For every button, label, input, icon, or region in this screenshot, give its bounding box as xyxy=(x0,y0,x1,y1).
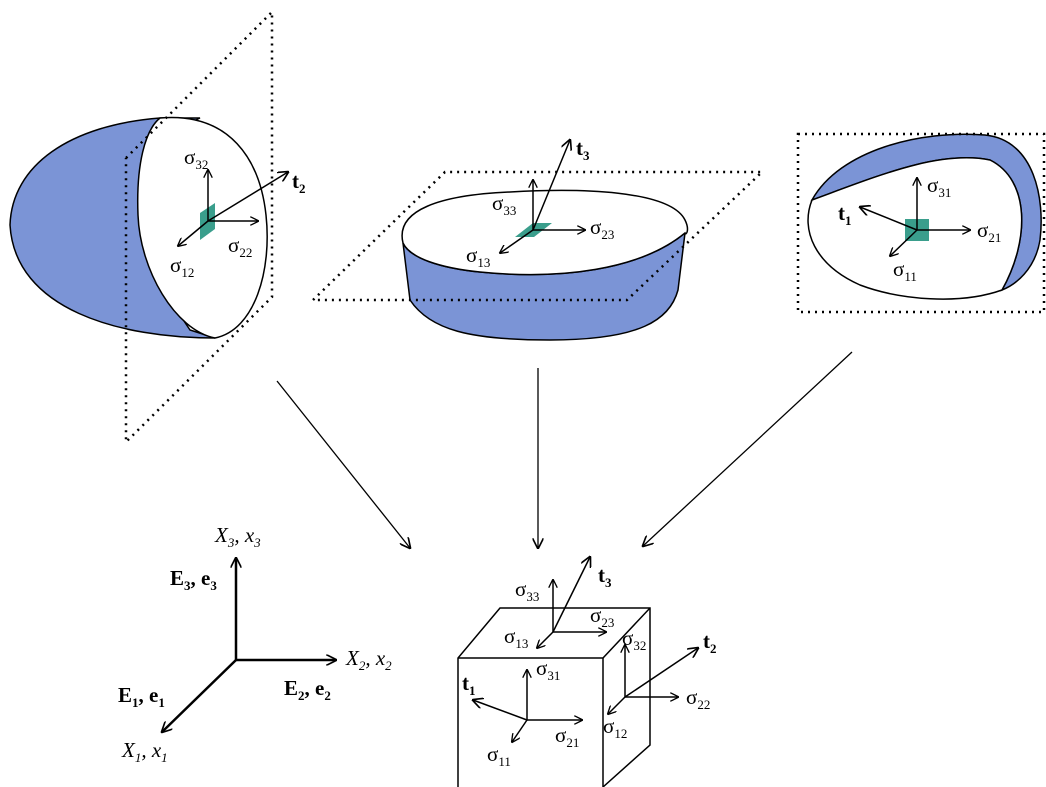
t3-arrow-cube xyxy=(552,557,590,633)
t1-label-right: t1 xyxy=(838,201,852,228)
sigma12-label-cube: σ12 xyxy=(603,714,627,741)
cutting-plane-x3 xyxy=(312,170,766,302)
cut-body-x3: σ33 σ23 σ13 t3 xyxy=(312,136,766,341)
axis-x1-label: X1, x1 xyxy=(121,738,168,765)
basis-e2-label: E2, e2 xyxy=(284,676,331,703)
sigma11-label-cube: σ11 xyxy=(487,742,511,769)
sigma13-label-cube: σ13 xyxy=(504,624,528,651)
sigma31-label-cube: σ31 xyxy=(536,656,560,683)
sigma21-label-cube: σ21 xyxy=(555,723,579,750)
t2-arrow-cube xyxy=(624,648,698,698)
cutting-plane-x1 xyxy=(796,132,1046,314)
t2-label-cube: t2 xyxy=(703,629,717,656)
t3-label-middle: t3 xyxy=(576,136,590,163)
sigma11-label-right: σ11 xyxy=(893,257,917,284)
cut-body-x1: σ31 σ21 σ11 t1 xyxy=(796,132,1046,314)
axis-x1-arrow xyxy=(162,659,237,732)
sigma12-arrow-cube xyxy=(608,696,626,714)
sigma13-label-middle: σ13 xyxy=(466,243,490,270)
coordinate-axes: X3, x3 X2, x2 X1, x1 E3, e3 E2, e2 E1, e… xyxy=(118,523,392,765)
t2-label-left: t2 xyxy=(292,169,306,196)
sigma32-label-left: σ32 xyxy=(184,145,208,172)
sigma12-label-left: σ12 xyxy=(170,253,194,280)
cube-outline xyxy=(457,607,651,787)
sigma33-label-cube: σ33 xyxy=(515,577,539,604)
axis-x2-label: X2, x2 xyxy=(345,646,392,673)
t1-arrow-right xyxy=(860,207,918,231)
stress-cube: σ33 σ23 σ13 t3 σ31 σ21 σ11 t1 σ32 σ22 σ1… xyxy=(457,557,717,787)
sigma23-label-middle: σ23 xyxy=(590,215,614,242)
sigma12-arrow-left xyxy=(178,220,209,246)
sigma23-label-cube: σ23 xyxy=(590,603,614,630)
t3-label-cube: t3 xyxy=(598,563,612,590)
sigma11-arrow-cube xyxy=(512,719,528,742)
t2-arrow-left xyxy=(207,172,288,222)
axis-x3-label: X3, x3 xyxy=(214,523,261,550)
t1-arrow-cube xyxy=(473,700,528,721)
cutting-plane-x2 xyxy=(124,8,274,446)
sigma22-label-left: σ22 xyxy=(228,233,252,260)
sigma32-label-cube: σ32 xyxy=(622,626,646,653)
sigma13-arrow-cube xyxy=(537,631,554,648)
sigma22-label-cube: σ22 xyxy=(686,685,710,712)
sigma33-label-middle: σ33 xyxy=(492,191,516,218)
t3-arrow-middle xyxy=(532,140,570,231)
sigma21-label-right: σ21 xyxy=(977,218,1001,245)
basis-e1-label: E1, e1 xyxy=(118,683,165,710)
t1-label-cube: t1 xyxy=(462,671,476,698)
sigma31-label-right: σ31 xyxy=(927,173,951,200)
sigma13-arrow-middle xyxy=(500,229,534,253)
arrow-left-to-cube xyxy=(276,380,410,548)
sigma11-arrow-right xyxy=(890,229,918,256)
arrow-right-to-cube xyxy=(643,351,853,546)
cut-body-x2: σ32 σ22 σ12 t2 xyxy=(9,8,306,446)
basis-e3-label: E3, e3 xyxy=(170,566,217,593)
cut-body-x3-section-face xyxy=(401,189,689,276)
